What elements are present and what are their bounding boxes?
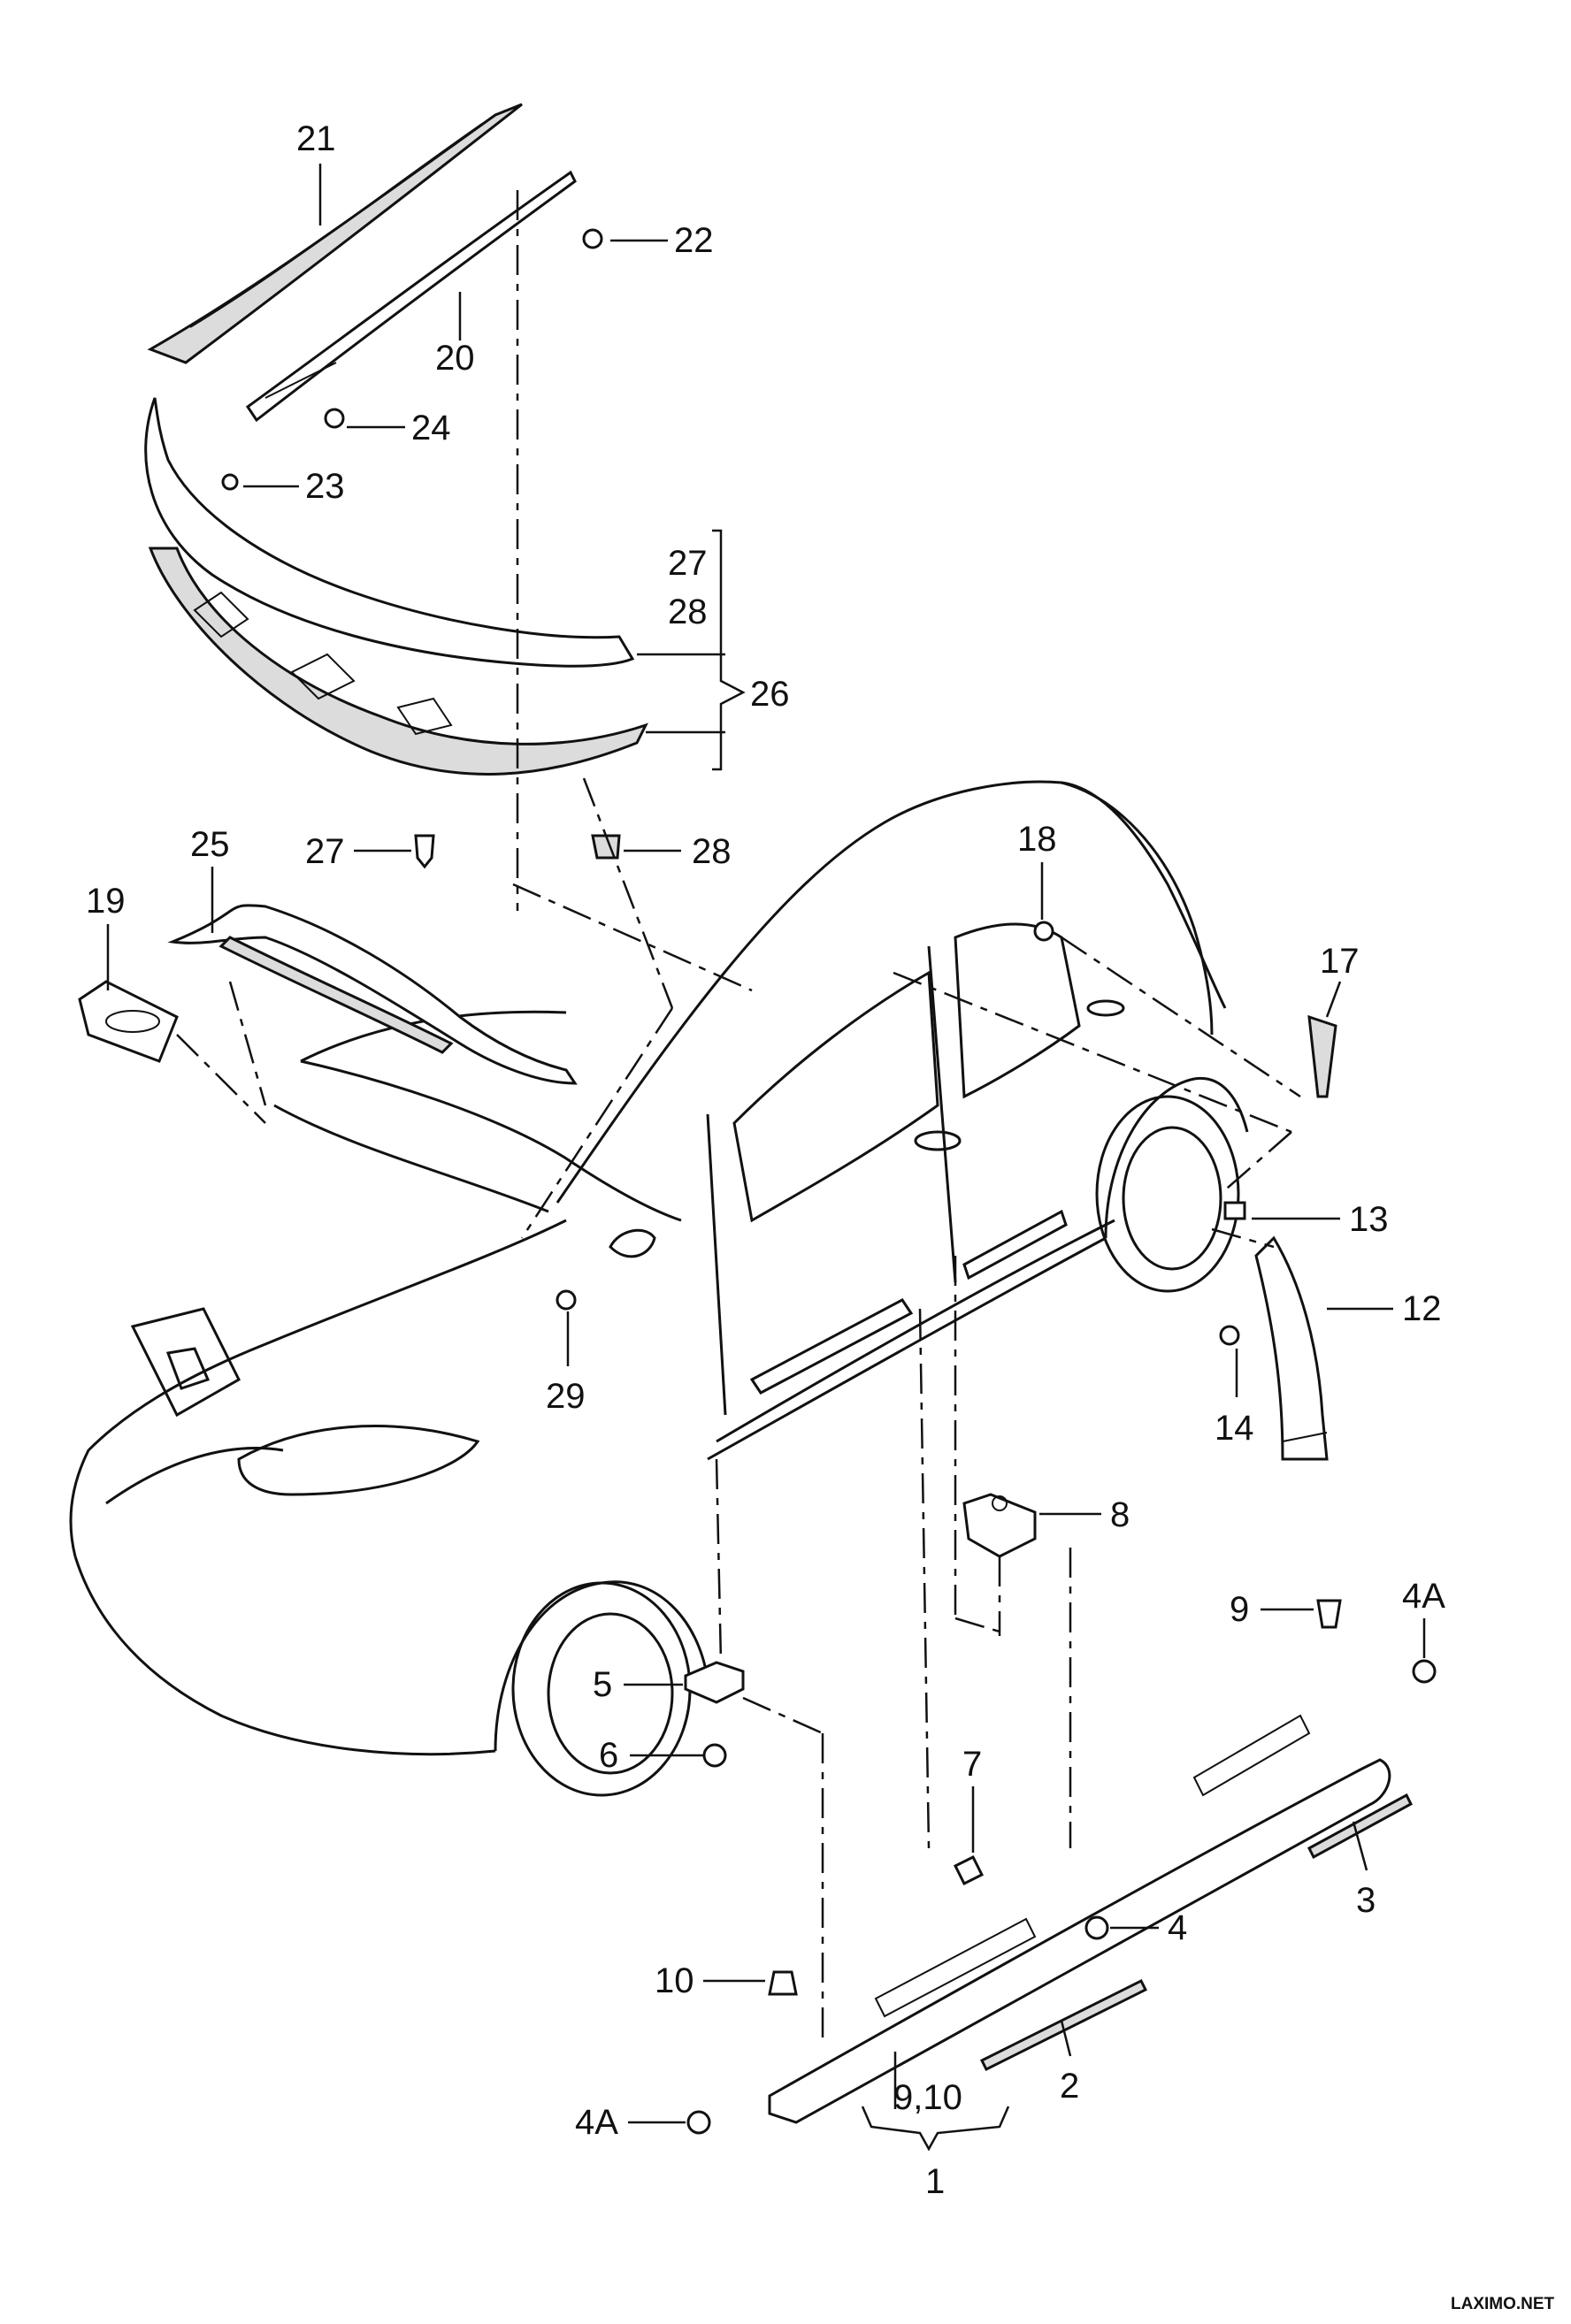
part-26-scuttle (144, 397, 648, 776)
part-25-trim (167, 904, 578, 1085)
label-28-group: 28 (668, 592, 708, 631)
label-4A-right: 4A (1402, 1577, 1445, 1616)
label-28: 28 (692, 832, 732, 871)
leader-lines (106, 164, 1426, 2152)
assembly-lines (176, 190, 1301, 2043)
label-4: 4 (1168, 1908, 1187, 1947)
label-10: 10 (655, 1961, 694, 2000)
label-26: 26 (750, 675, 790, 714)
watermark: LAXIMO.NET (1451, 2295, 1555, 2313)
label-7: 7 (962, 1745, 982, 1784)
part-8-clip (962, 1493, 1037, 1558)
label-20: 20 (435, 339, 475, 378)
label-17: 17 (1320, 942, 1360, 981)
label-9: 9 (1230, 1590, 1249, 1629)
label-2: 2 (1060, 2067, 1079, 2106)
label-6: 6 (599, 1736, 618, 1775)
label-27-group: 27 (668, 544, 708, 583)
part-21-trim (147, 103, 523, 364)
part-13-clip (1223, 1201, 1246, 1220)
label-8: 8 (1110, 1495, 1130, 1534)
label-12: 12 (1402, 1289, 1442, 1328)
fasteners (221, 228, 1437, 2135)
part-5-bracket (684, 1661, 745, 1704)
part-17-trim (1307, 1014, 1337, 1098)
label-5: 5 (593, 1665, 612, 1704)
label-18: 18 (1017, 820, 1057, 859)
label-25: 25 (190, 825, 230, 864)
label-4A-left: 4A (575, 2103, 618, 2142)
label-29: 29 (546, 1377, 586, 1416)
part-3-strip (1307, 1793, 1413, 1860)
part-20-strip (245, 170, 577, 423)
part-labels: 21 22 20 24 23 27 28 26 27 28 25 19 18 1… (86, 119, 1555, 2313)
label-27: 27 (305, 832, 345, 871)
part-1-sill (768, 1714, 1391, 2124)
label-14: 14 (1215, 1409, 1254, 1448)
label-3: 3 (1356, 1881, 1376, 1920)
label-23: 23 (305, 467, 345, 506)
label-19: 19 (86, 882, 126, 921)
part-12-arch-trim (1254, 1235, 1329, 1461)
part-19-bracket (78, 980, 179, 1063)
label-1: 1 (925, 2162, 945, 2201)
label-22: 22 (674, 221, 714, 260)
label-24: 24 (411, 409, 451, 447)
label-13: 13 (1349, 1200, 1389, 1239)
label-21: 21 (296, 119, 336, 158)
label-9-10: 9,10 (893, 2078, 962, 2117)
